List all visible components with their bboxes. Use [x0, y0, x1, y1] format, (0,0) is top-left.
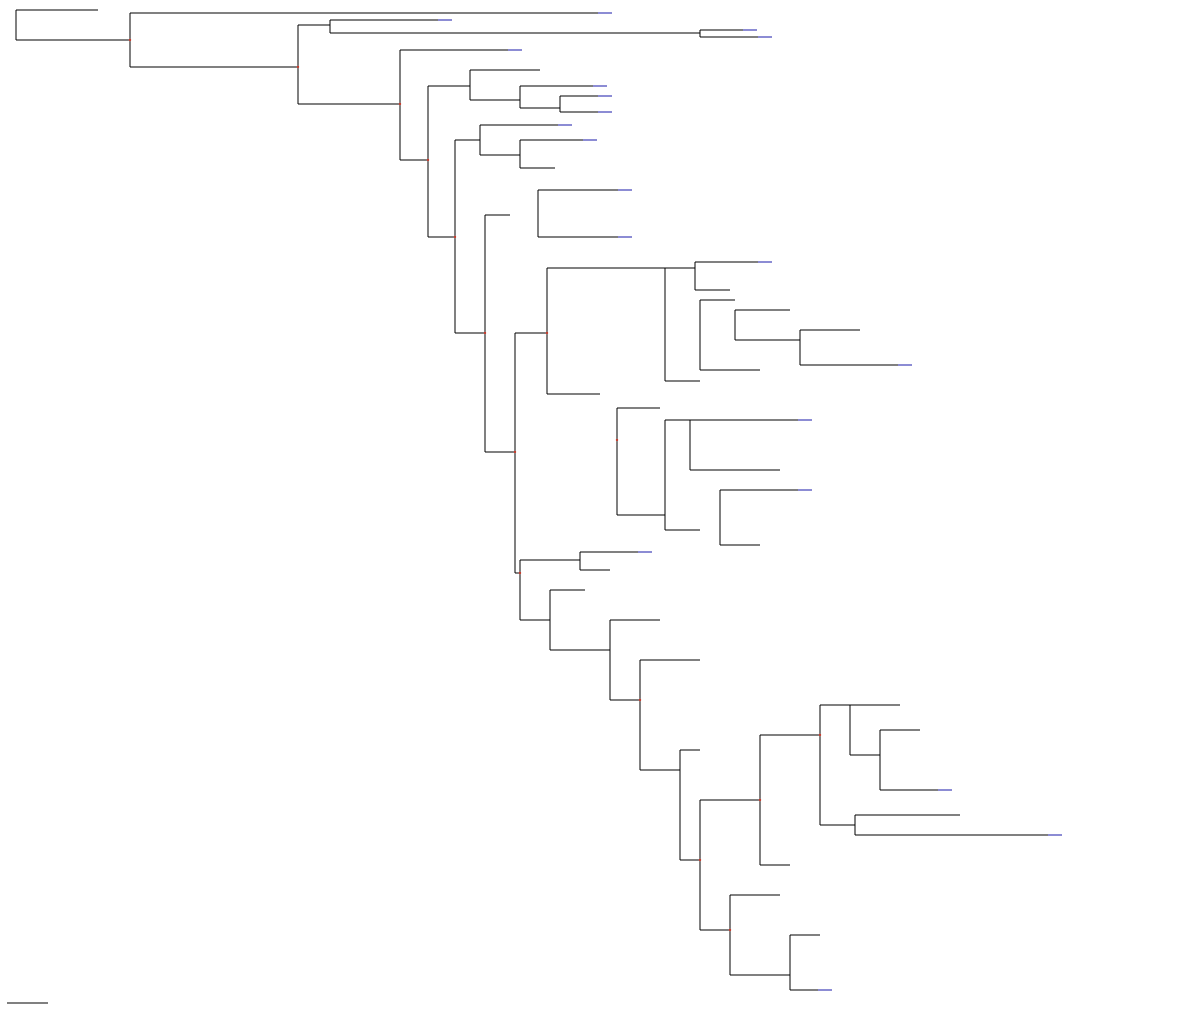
- tree-branch: [616, 407, 665, 516]
- tree-branch: [664, 267, 700, 382]
- node-marker: [453, 235, 457, 239]
- tree-branch: [546, 267, 665, 395]
- tree-branch: [849, 704, 900, 756]
- node-marker: [483, 331, 487, 335]
- tree-branch: [454, 139, 485, 334]
- node-marker: [615, 438, 619, 442]
- tree-branch: [427, 85, 470, 238]
- tree-branch: [759, 734, 820, 866]
- tree-branch: [679, 749, 700, 861]
- tree-branch: [854, 814, 1050, 836]
- tree-branch: [729, 894, 790, 976]
- node-marker: [513, 450, 517, 454]
- tree-branch: [484, 214, 515, 453]
- tree-branch: [694, 261, 760, 291]
- tree-branch: [329, 19, 700, 34]
- tree-branch: [519, 559, 580, 621]
- tree-branch: [819, 704, 855, 826]
- node-marker: [638, 698, 642, 702]
- tree-branch: [789, 934, 820, 991]
- node-marker: [545, 331, 549, 335]
- tree-branch: [689, 419, 800, 471]
- node-marker: [518, 571, 522, 575]
- tree-branch: [699, 299, 760, 371]
- node-marker: [296, 65, 300, 69]
- tree-branch: [879, 729, 940, 791]
- tree-branch: [559, 95, 600, 113]
- tree-branch: [609, 619, 660, 701]
- tree-branch: [15, 9, 130, 41]
- tree-branch: [469, 69, 540, 101]
- tree-branch: [734, 309, 800, 341]
- tree-branch: [514, 332, 547, 574]
- tree-branch: [129, 12, 600, 68]
- node-marker: [398, 102, 402, 106]
- tree-branch: [719, 489, 800, 546]
- node-markers: [128, 38, 822, 932]
- node-marker: [698, 858, 702, 862]
- node-marker: [426, 158, 430, 162]
- tree-branch: [537, 189, 620, 238]
- tree-branches: [15, 9, 1050, 991]
- tree-branch: [297, 24, 400, 105]
- tree-branch: [549, 589, 610, 651]
- tree-branch: [519, 139, 585, 169]
- tree-branch: [664, 419, 700, 531]
- node-marker: [818, 733, 822, 737]
- node-marker: [728, 928, 732, 932]
- leaf-ticks: [438, 12, 1062, 991]
- tree-branch: [639, 659, 700, 771]
- tree-branch: [519, 85, 595, 109]
- tree-branch: [699, 799, 760, 931]
- tree-branch: [799, 329, 900, 366]
- tree-branch: [699, 29, 760, 38]
- tree-branch: [479, 124, 560, 156]
- node-marker: [758, 798, 762, 802]
- tree-branch: [579, 551, 640, 571]
- node-marker: [128, 38, 132, 42]
